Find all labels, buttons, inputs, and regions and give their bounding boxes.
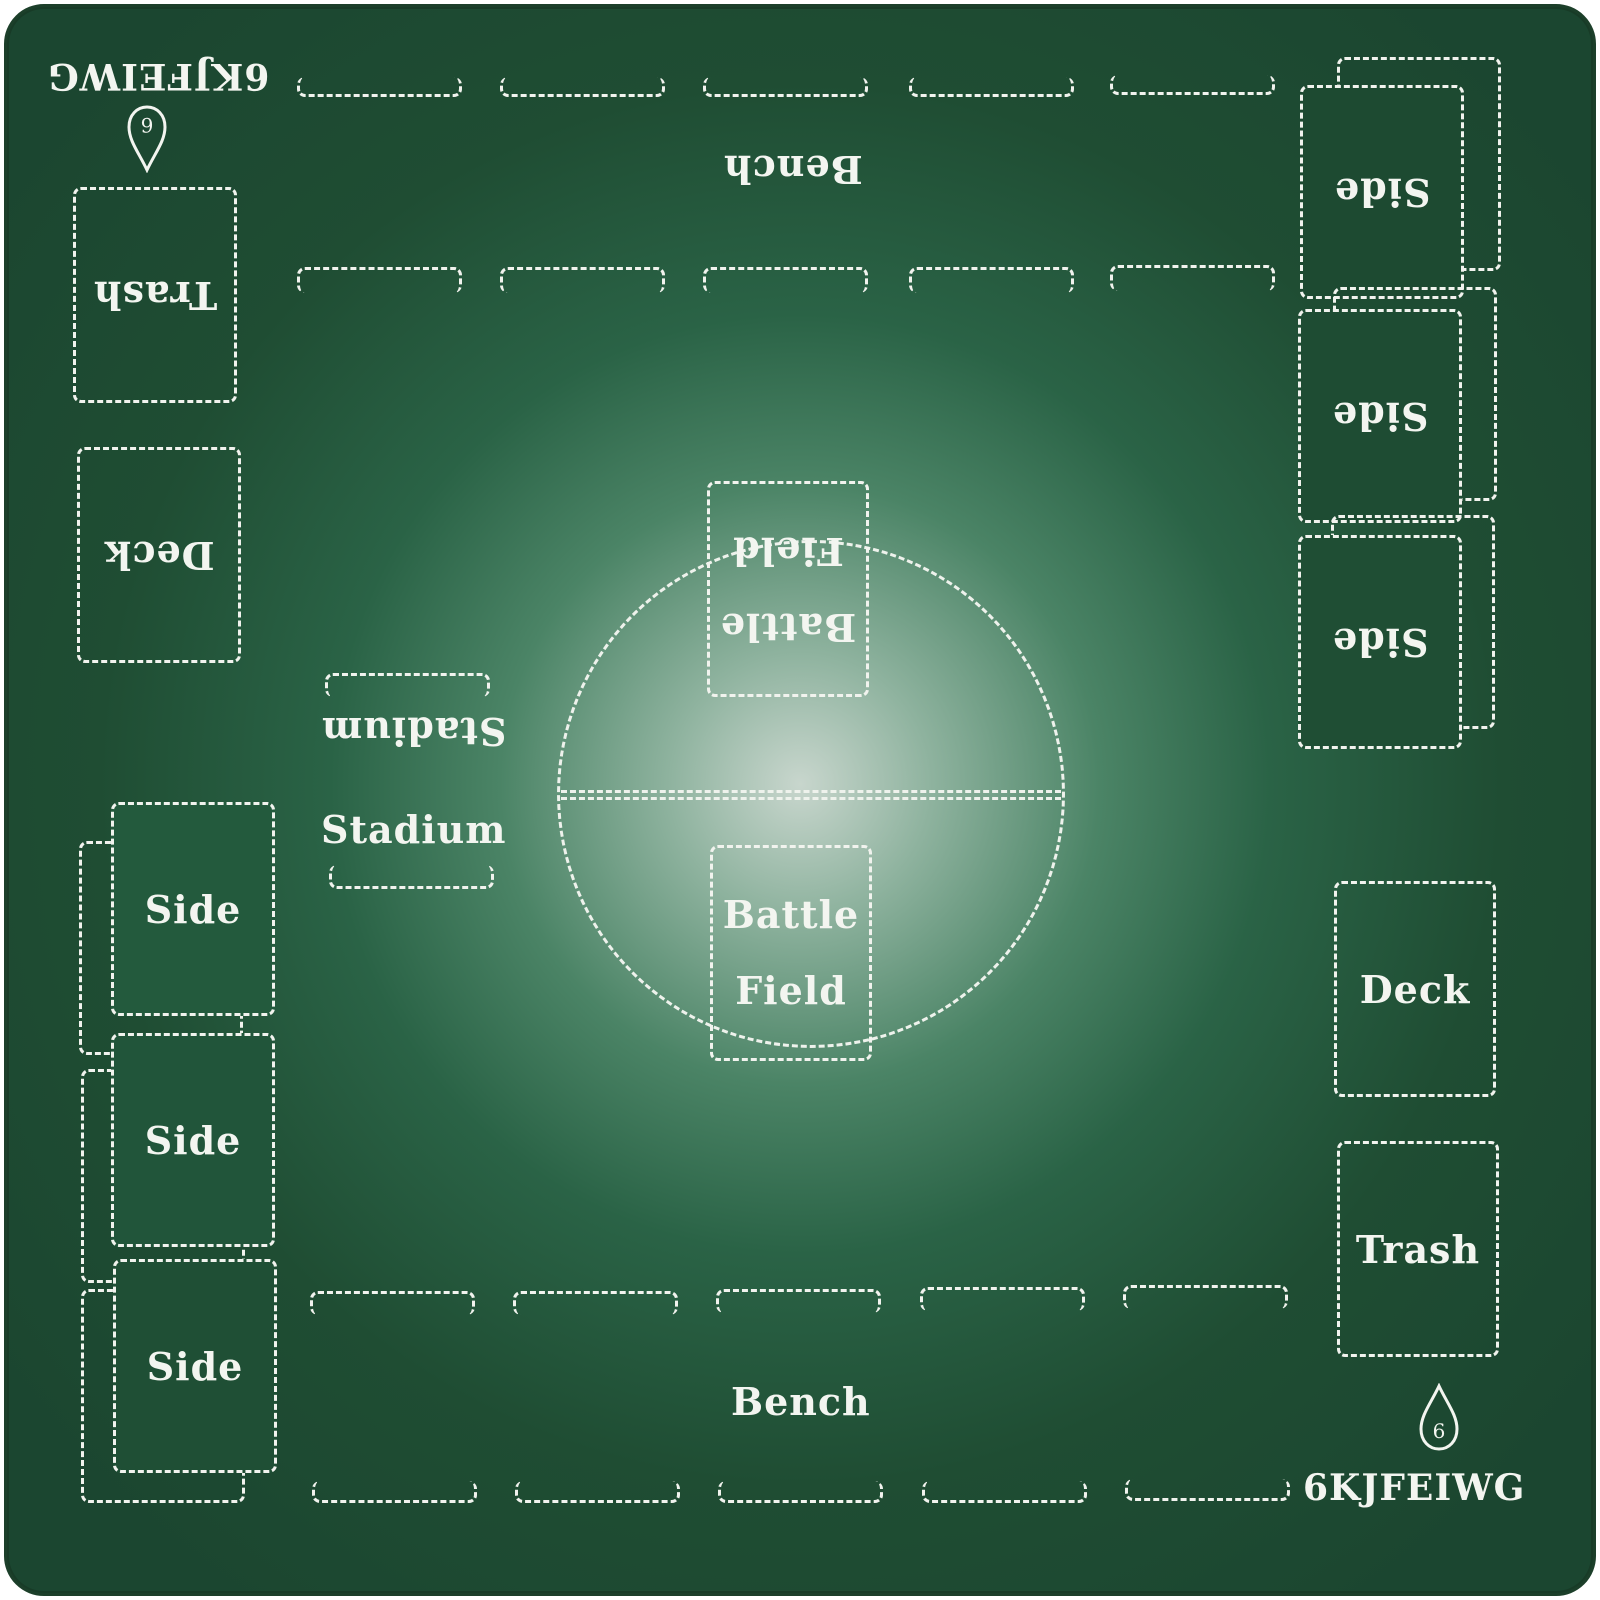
trash-zone-bottom: Trash: [1337, 1141, 1499, 1357]
bench-slot-top-3-lower: [703, 267, 868, 293]
bench-slot-bottom-1-lower: [312, 1481, 477, 1503]
bench-label-top: Bench: [723, 147, 863, 192]
stadium-slot-lower: [329, 865, 494, 889]
battle-field-zone-top: Battle Field: [707, 481, 869, 697]
stadium-label-bottom: Stadium: [321, 807, 507, 852]
bench-slot-bottom-1-upper: [310, 1291, 475, 1315]
stadium-label-top: Stadium: [321, 709, 507, 754]
battle-label-bottom: Battle: [722, 892, 860, 937]
bench-slot-top-4-lower: [909, 267, 1074, 293]
bench-slot-bottom-4-upper: [920, 1287, 1085, 1311]
bench-slot-top-5-lower: [1110, 265, 1275, 291]
battle-label-top: Battle: [719, 605, 857, 650]
svg-text:6: 6: [141, 113, 154, 137]
water-drop-6-icon: 6: [127, 105, 167, 173]
bench-slot-top-1-upper: [297, 77, 462, 97]
side-label-bottom-2: Side: [144, 1117, 242, 1163]
bench-slot-top-4-upper: [909, 77, 1074, 97]
bench-slot-top-5-upper: [1110, 75, 1275, 95]
bench-slot-bottom-4-lower: [922, 1481, 1087, 1503]
bench-slot-top-2-lower: [500, 267, 665, 293]
field-label-top: Field: [732, 529, 844, 574]
side-zone-top-1: Side: [1300, 85, 1464, 299]
trash-zone-top: Trash: [73, 187, 237, 403]
brand-name-top: 6KJFEIWG: [47, 55, 270, 97]
center-divider: [561, 790, 1061, 800]
bench-slot-top-1-lower: [297, 267, 462, 293]
deck-label-bottom: Deck: [1359, 966, 1471, 1012]
bench-slot-top-3-upper: [703, 77, 868, 97]
trash-label-top: Trash: [92, 272, 218, 318]
bench-slot-bottom-2-upper: [513, 1291, 678, 1315]
side-label-top-1: Side: [1333, 169, 1431, 215]
side-label-bottom-1: Side: [144, 886, 242, 932]
side-label-top-3: Side: [1331, 619, 1429, 665]
bench-slot-bottom-3-lower: [718, 1481, 883, 1503]
bench-slot-bottom-5-upper: [1123, 1285, 1288, 1309]
side-zone-bottom-2: Side: [111, 1033, 275, 1247]
side-label-top-2: Side: [1331, 393, 1429, 439]
deck-label-top: Deck: [103, 532, 215, 578]
battle-circle: [557, 540, 1065, 1048]
deck-zone-bottom: Deck: [1334, 881, 1496, 1097]
playmat: 6KJFEIWG 6 Bench Trash Deck Side Side Si…: [4, 4, 1596, 1596]
battle-field-zone-bottom: Battle Field: [710, 845, 872, 1061]
bench-label-bottom: Bench: [731, 1379, 871, 1424]
water-drop-6-icon: 6: [1419, 1383, 1459, 1451]
bench-slot-bottom-5-lower: [1125, 1479, 1290, 1501]
svg-text:6: 6: [1433, 1419, 1446, 1443]
deck-zone-top: Deck: [77, 447, 241, 663]
side-label-bottom-3: Side: [146, 1343, 244, 1389]
side-zone-top-2: Side: [1298, 309, 1462, 523]
bench-slot-bottom-2-lower: [515, 1481, 680, 1503]
field-label-bottom: Field: [735, 968, 847, 1013]
bench-slot-bottom-3-upper: [716, 1289, 881, 1313]
side-zone-bottom-1: Side: [111, 802, 275, 1016]
brand-name-bottom: 6KJFEIWG: [1303, 1467, 1526, 1509]
side-zone-top-3: Side: [1298, 535, 1462, 749]
side-zone-bottom-3: Side: [113, 1259, 277, 1473]
trash-label-bottom: Trash: [1355, 1226, 1481, 1272]
bench-slot-top-2-upper: [500, 77, 665, 97]
stadium-slot-upper: [325, 673, 490, 697]
